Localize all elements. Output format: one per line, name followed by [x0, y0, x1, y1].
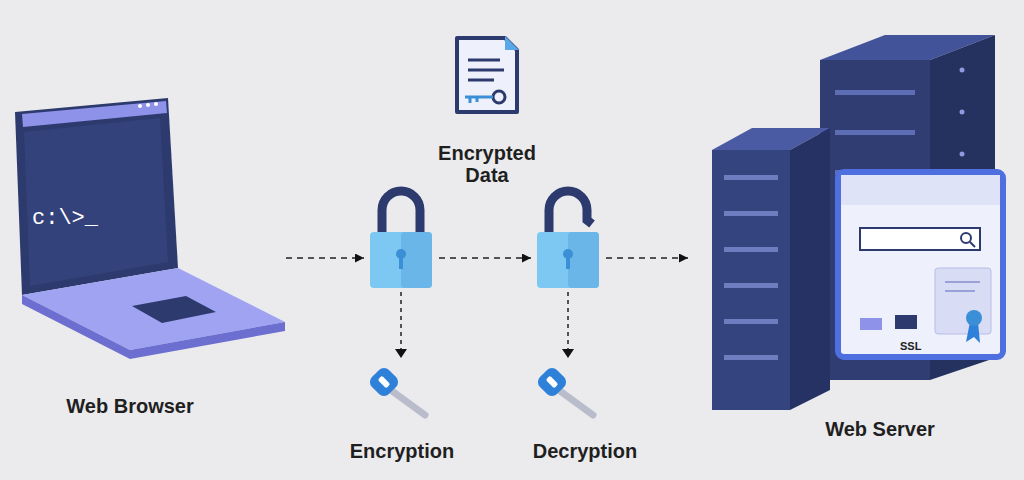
- laptop-illustration-part: [22, 295, 285, 359]
- data-label: Encrypted Data: [417, 142, 557, 186]
- open-lock-illustration-part: [566, 254, 570, 269]
- server-illustration-part-part: [835, 90, 915, 95]
- dashed-arrow: [606, 257, 688, 259]
- server-illustration-part: [970, 242, 975, 247]
- dashed-arrow: [439, 257, 531, 259]
- open-lock-illustration-part: [537, 232, 599, 288]
- lock-node: Encryption: [366, 185, 438, 423]
- node-label: Encryption: [350, 440, 454, 463]
- node-label: Decryption: [533, 440, 637, 463]
- server-illustration-part: [790, 128, 830, 410]
- laptop-illustration-part: [15, 98, 178, 295]
- node-label: Web Browser: [66, 395, 193, 418]
- closed-lock-illustration-part: [370, 232, 432, 288]
- server-illustration-part: [712, 150, 790, 410]
- server-illustration-part-part: [724, 283, 778, 288]
- server-illustration-part: [961, 233, 971, 243]
- open-lock-illustration-part: [568, 232, 599, 288]
- node-label: Web Server: [825, 418, 935, 441]
- closed-lock-illustration-part: [399, 254, 403, 269]
- closed-lock-illustration-part: [367, 365, 401, 399]
- document-icon-part: [468, 79, 494, 82]
- server-illustration-part: [945, 290, 975, 292]
- closed-lock-illustration-part: [382, 191, 420, 236]
- server-illustration-part-part: [835, 130, 915, 135]
- closed-lock-illustration-part: [400, 292, 402, 349]
- server-illustration-part: [945, 281, 980, 283]
- open-lock-illustration-part: [549, 191, 592, 236]
- document-icon-part: [476, 97, 479, 102]
- server-illustration-part: [841, 175, 1000, 205]
- server-illustration-part-part: [724, 355, 778, 360]
- open-lock-illustration-part: [560, 391, 593, 415]
- closed-lock-illustration: [367, 191, 432, 415]
- server-illustration-part-part: [724, 247, 778, 252]
- server-illustration-part-part: [960, 68, 965, 73]
- server-illustration-part-part: [724, 175, 778, 180]
- laptop-illustration-part: [132, 296, 216, 323]
- laptop-illustration-part: [146, 103, 150, 107]
- server-illustration-part-part: [724, 211, 778, 216]
- closed-lock-illustration-part: [378, 376, 391, 389]
- closed-lock-illustration-part: [392, 391, 425, 415]
- laptop-illustration: [15, 98, 285, 359]
- laptop-node: c:\>_Web Browser: [15, 98, 285, 358]
- unlock-node: Decryption: [533, 185, 605, 423]
- server-illustration-part-part: [960, 110, 965, 115]
- laptop-illustration-part: [154, 102, 158, 106]
- server-illustration-part-part: [960, 152, 965, 157]
- open-lock-illustration-part: [546, 376, 559, 389]
- open-lock-illustration-part: [535, 365, 569, 399]
- server-illustration-part: [860, 318, 882, 330]
- closed-lock-illustration-part: [395, 349, 407, 358]
- server-illustration-part: [935, 268, 991, 334]
- terminal-prompt: c:\>_: [32, 206, 98, 231]
- laptop-illustration-part: [24, 118, 168, 286]
- open-lock-illustration-part: [567, 292, 569, 349]
- dashed-arrow: [286, 257, 364, 259]
- document-icon-part: [468, 69, 504, 72]
- ssl-tag: SSL: [900, 340, 921, 353]
- server-illustration-part: [724, 175, 778, 360]
- server-illustration-part: [860, 228, 980, 250]
- document-icon-part: [469, 97, 472, 103]
- server-illustration-part: [895, 315, 917, 329]
- document-icon: [457, 36, 519, 112]
- laptop-illustration-part: [138, 104, 142, 108]
- document-icon-part: [493, 91, 505, 103]
- open-lock-illustration: [535, 191, 599, 415]
- server-illustration-part: [966, 310, 982, 326]
- server-illustration-part: [838, 172, 1003, 357]
- server-illustration-part-part: [724, 319, 778, 324]
- open-lock-illustration-part: [562, 349, 574, 358]
- document-icon-part: [505, 36, 519, 50]
- server-illustration: [712, 35, 1003, 410]
- server-node: SSLWeb Server: [690, 28, 1008, 413]
- document-icon-part: [468, 59, 500, 62]
- closed-lock-illustration-part: [401, 232, 432, 288]
